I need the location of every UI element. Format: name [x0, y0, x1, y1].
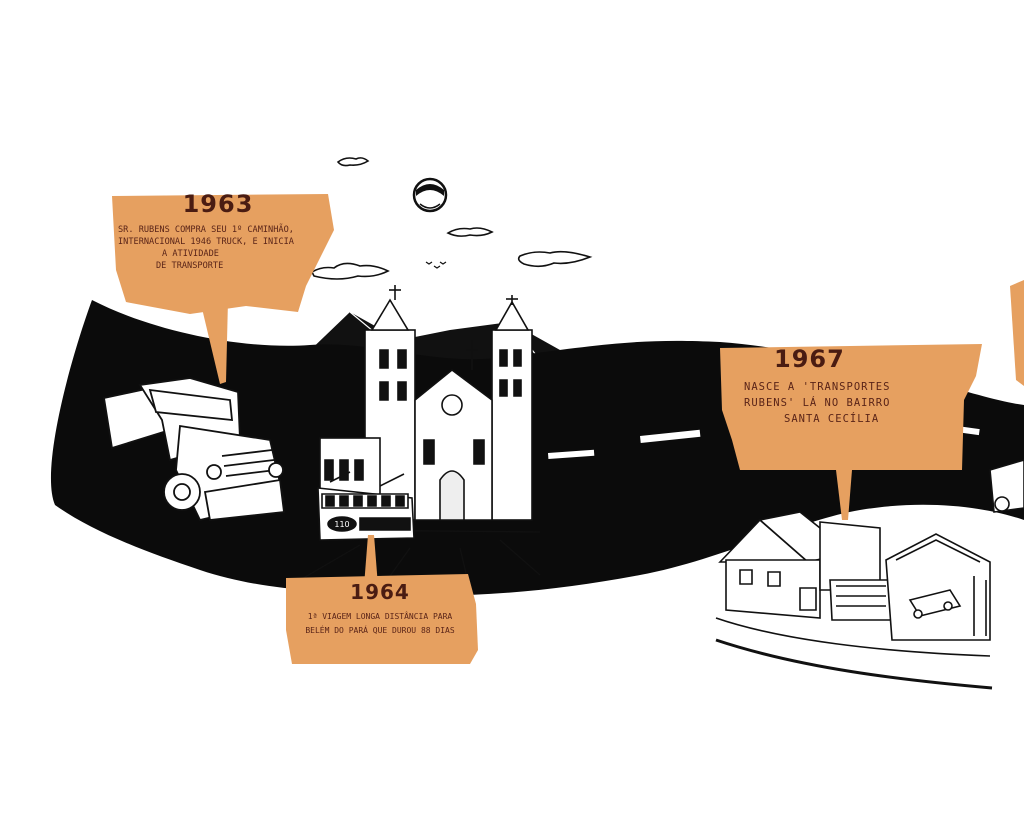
street — [715, 617, 993, 690]
vintage-truck-icon — [989, 459, 1024, 513]
church-icon — [319, 285, 533, 521]
house-icon — [718, 511, 893, 621]
milestone-card-1967: 1967 Nasce a 'Transportes Rubens' lá no … — [734, 345, 954, 427]
tram-number: 110 — [334, 520, 349, 529]
vintage-truck-icon — [102, 377, 286, 522]
milestone-text: Rubens' lá no bairro — [744, 397, 891, 409]
milestone-year: 1967 — [774, 345, 845, 373]
milestone-text: Santa Cecília — [784, 413, 880, 425]
milestone-text: a atividade — [162, 249, 219, 259]
cloud-icon — [310, 157, 593, 280]
card-pointers — [200, 300, 852, 586]
garage-icon — [885, 533, 991, 641]
milestone-year: 1963 — [182, 190, 254, 218]
milestone-card-1963: 1963 Sr. Rubens compra seu 1º caminhão, … — [118, 190, 318, 272]
milestone-text: Nasce a 'Transportes — [744, 381, 891, 393]
milestone-text: Belém do Pará que durou 88 dias — [305, 626, 455, 635]
milestone-year: 1964 — [350, 580, 410, 604]
tram-icon: 110 — [317, 471, 415, 541]
milestone-text: 1ª viagem longa distância para — [307, 612, 453, 621]
moon-icon — [412, 177, 448, 213]
bird-icon — [425, 261, 447, 269]
card-backgrounds — [112, 194, 1024, 664]
milestone-text: internacional 1946 truck, e inicia — [118, 237, 294, 247]
milestone-text: de transporte — [156, 261, 224, 271]
milestone-card-1964: 1964 1ª viagem longa distância para Belé… — [290, 580, 470, 638]
milestone-text: Sr. Rubens compra seu 1º caminhão, — [118, 225, 294, 235]
